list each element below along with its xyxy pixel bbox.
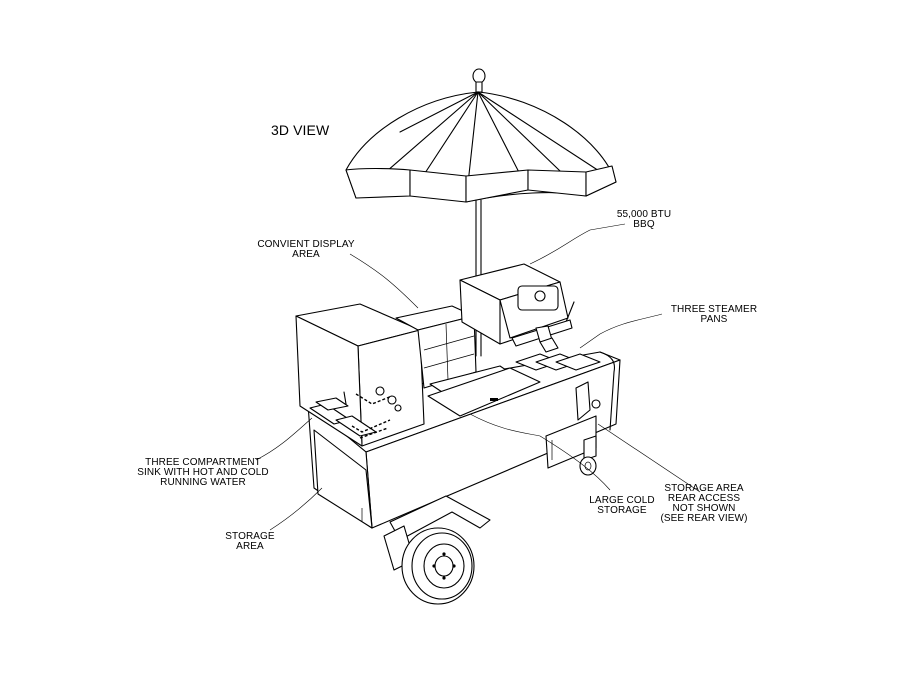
umbrella — [345, 68, 617, 357]
main-wheel — [383, 495, 491, 605]
label-sink: THREE COMPARTMENT SINK WITH HOT AND COLD… — [137, 457, 269, 488]
label-rear-access: STORAGE AREA REAR ACCESS NOT SHOWN (SEE … — [660, 483, 748, 524]
label-display-area: CONVIENT DISPLAY AREA — [257, 239, 355, 260]
work-area — [427, 367, 541, 417]
label-steamer-pans: THREE STEAMER PANS — [670, 304, 758, 325]
sink-tower — [295, 303, 425, 447]
leader-lines — [255, 223, 701, 531]
view-title: 3D VIEW — [271, 122, 330, 138]
steamer-pans — [515, 337, 601, 371]
label-cold-storage: LARGE COLD STORAGE — [589, 495, 655, 516]
label-storage-area: STORAGE AREA — [225, 531, 275, 552]
bbq-grill — [459, 263, 575, 347]
label-bbq: 55,000 BTU BBQ — [616, 209, 672, 230]
display-case — [395, 305, 513, 393]
caster-wheel — [579, 435, 597, 476]
